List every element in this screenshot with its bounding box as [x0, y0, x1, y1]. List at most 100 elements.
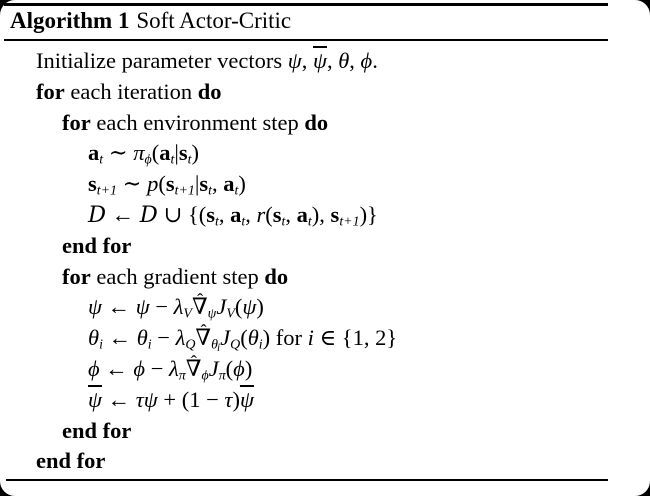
algorithm-text-segment: (	[265, 201, 273, 227]
algorithm-text-segment: ψ	[88, 386, 102, 412]
algorithm-text-segment: s	[206, 201, 216, 227]
algorithm-text-segment: a	[296, 201, 308, 227]
algorithm-text-segment: ),	[311, 201, 331, 227]
algorithm-text-segment: J	[208, 355, 219, 381]
algorithm-text-segment: −	[151, 325, 176, 351]
algorithm-text-segment: ϕ	[233, 355, 245, 381]
algorithm-text-segment: r	[256, 201, 266, 227]
algorithm-text-segment: D	[139, 201, 158, 228]
algorithm-text-segment: Q	[185, 337, 196, 353]
nabla-hat-symbol: ∇ˆ	[191, 290, 208, 320]
algorithm-text-segment: ←	[102, 325, 137, 351]
algorithm-line: Initialize parameter vectors ψ, ψ, θ, ϕ.	[36, 46, 397, 77]
algorithm-text-segment: t	[234, 183, 239, 199]
algorithm-text-segment: λ	[173, 294, 184, 320]
algorithm-text-segment: ϕ	[133, 355, 146, 381]
algorithm-text-segment: θ	[211, 337, 218, 353]
algorithm-text-segment: t	[170, 152, 175, 168]
algorithm-text-segment: ψ	[287, 48, 302, 73]
algorithm-text-segment: (	[151, 140, 160, 166]
algorithm-text-segment: for	[62, 109, 91, 135]
algorithm-text-segment: t	[215, 214, 219, 230]
algorithm-text-segment: ψ	[242, 294, 257, 320]
algorithm-text-segment: τ	[224, 386, 233, 412]
algorithm-text-segment: s	[88, 171, 97, 197]
algorithm-label: Algorithm 1	[10, 8, 130, 33]
algorithm-line: for each environment step do	[36, 108, 397, 139]
algorithm-text-segment: do	[304, 109, 329, 135]
algorithm-text-segment: ψ	[312, 48, 327, 73]
algorithm-text-segment: ϕ	[360, 48, 373, 73]
algorithm-text-segment: end for	[62, 232, 132, 258]
algorithm-text-segment: (	[240, 325, 248, 351]
algorithm-text-segment: t	[241, 214, 246, 230]
algorithm-text-segment: ←	[106, 201, 140, 227]
algorithm-text-segment: ,	[301, 48, 313, 73]
algorithm-text-segment: ,	[285, 201, 297, 227]
nabla-hat-symbol: ∇ˆ	[185, 351, 202, 381]
algorithm-text-segment: a	[230, 201, 242, 227]
algorithm-text-segment: τ	[135, 386, 144, 412]
algorithm-text-segment: ϕ	[144, 152, 152, 168]
algorithm-text-segment: .	[372, 48, 378, 73]
algorithm-text-segment: t+1	[96, 183, 118, 199]
algorithm-text-segment: )}	[359, 201, 378, 227]
algorithm-text-segment: do	[197, 78, 222, 104]
algorithm-text-segment: Initialize parameter vectors	[36, 48, 288, 73]
algorithm-text-segment: )	[191, 140, 200, 166]
algorithm-line: end for	[36, 446, 397, 477]
algorithm-text-segment: s	[165, 171, 175, 197]
algorithm-text-segment: θ	[247, 325, 259, 351]
algorithm-text-segment: ,	[212, 171, 224, 197]
algorithm-text-segment: )	[238, 171, 246, 197]
algorithm-text-segment: t	[281, 214, 286, 230]
algorithm-text-segment: end for	[62, 417, 132, 443]
algorithm-text-segment: ψ	[207, 306, 217, 322]
algorithm-text-segment: s	[178, 140, 188, 166]
algorithm-text-segment: s	[272, 201, 282, 227]
algorithm-text-segment: t+1	[339, 214, 360, 230]
algorithm-text-segment: i	[258, 337, 263, 353]
algorithm-text-segment: π	[133, 140, 145, 166]
algorithm-text-segment: ψ	[135, 294, 150, 320]
algorithm-text-segment: s	[199, 171, 209, 197]
algorithm-title: Soft Actor-Critic	[136, 8, 292, 33]
algorithm-text-segment: V	[226, 306, 235, 322]
algorithm-line: at ∼ πϕ(at|st)	[36, 138, 397, 169]
algorithm-text-segment: |	[174, 140, 179, 166]
algorithm-text-segment: ,	[326, 48, 339, 73]
algorithm-text-segment: a	[88, 140, 100, 166]
algorithm-text-segment: ψ	[88, 294, 102, 320]
algorithm-text-segment: ϕ	[201, 368, 209, 384]
algorithm-text-segment: J	[216, 294, 227, 320]
algorithm-text-segment: )	[244, 355, 253, 381]
algorithm-text-segment: ∼	[117, 171, 148, 197]
algorithm-text-segment: a	[159, 140, 171, 166]
algorithm-text-segment: ) for	[262, 325, 308, 351]
algorithm-text-segment: θ	[88, 325, 100, 351]
algorithm-text-segment: do	[264, 263, 289, 289]
algorithm-line: ψ ← τψ + (1 − τ)ψ	[36, 385, 397, 416]
algorithm-text-segment: a	[223, 171, 235, 197]
algorithm-text-segment: s	[330, 201, 340, 227]
algorithm-text-segment: |	[194, 171, 200, 197]
algorithm-text-segment: for	[62, 263, 91, 289]
header-rule	[4, 39, 608, 41]
algorithm-text-segment: ,	[218, 201, 231, 227]
algorithm-text-segment: ψ	[239, 386, 254, 412]
algorithm-text-segment: each iteration	[64, 78, 198, 104]
algorithm-text-segment: i	[147, 337, 152, 353]
algorithm-text-segment: λ	[169, 355, 179, 381]
nabla-hat-symbol: ∇ˆ	[195, 320, 212, 351]
algorithm-text-segment: −	[149, 294, 174, 320]
algorithm-text-segment: t	[208, 183, 213, 199]
algorithm-text-segment: each environment step	[90, 109, 305, 135]
algorithm-text-segment: each gradient step	[90, 263, 265, 289]
algorithm-text-segment: ϕ	[88, 355, 100, 381]
algorithm-text-segment: ψ	[143, 386, 158, 412]
